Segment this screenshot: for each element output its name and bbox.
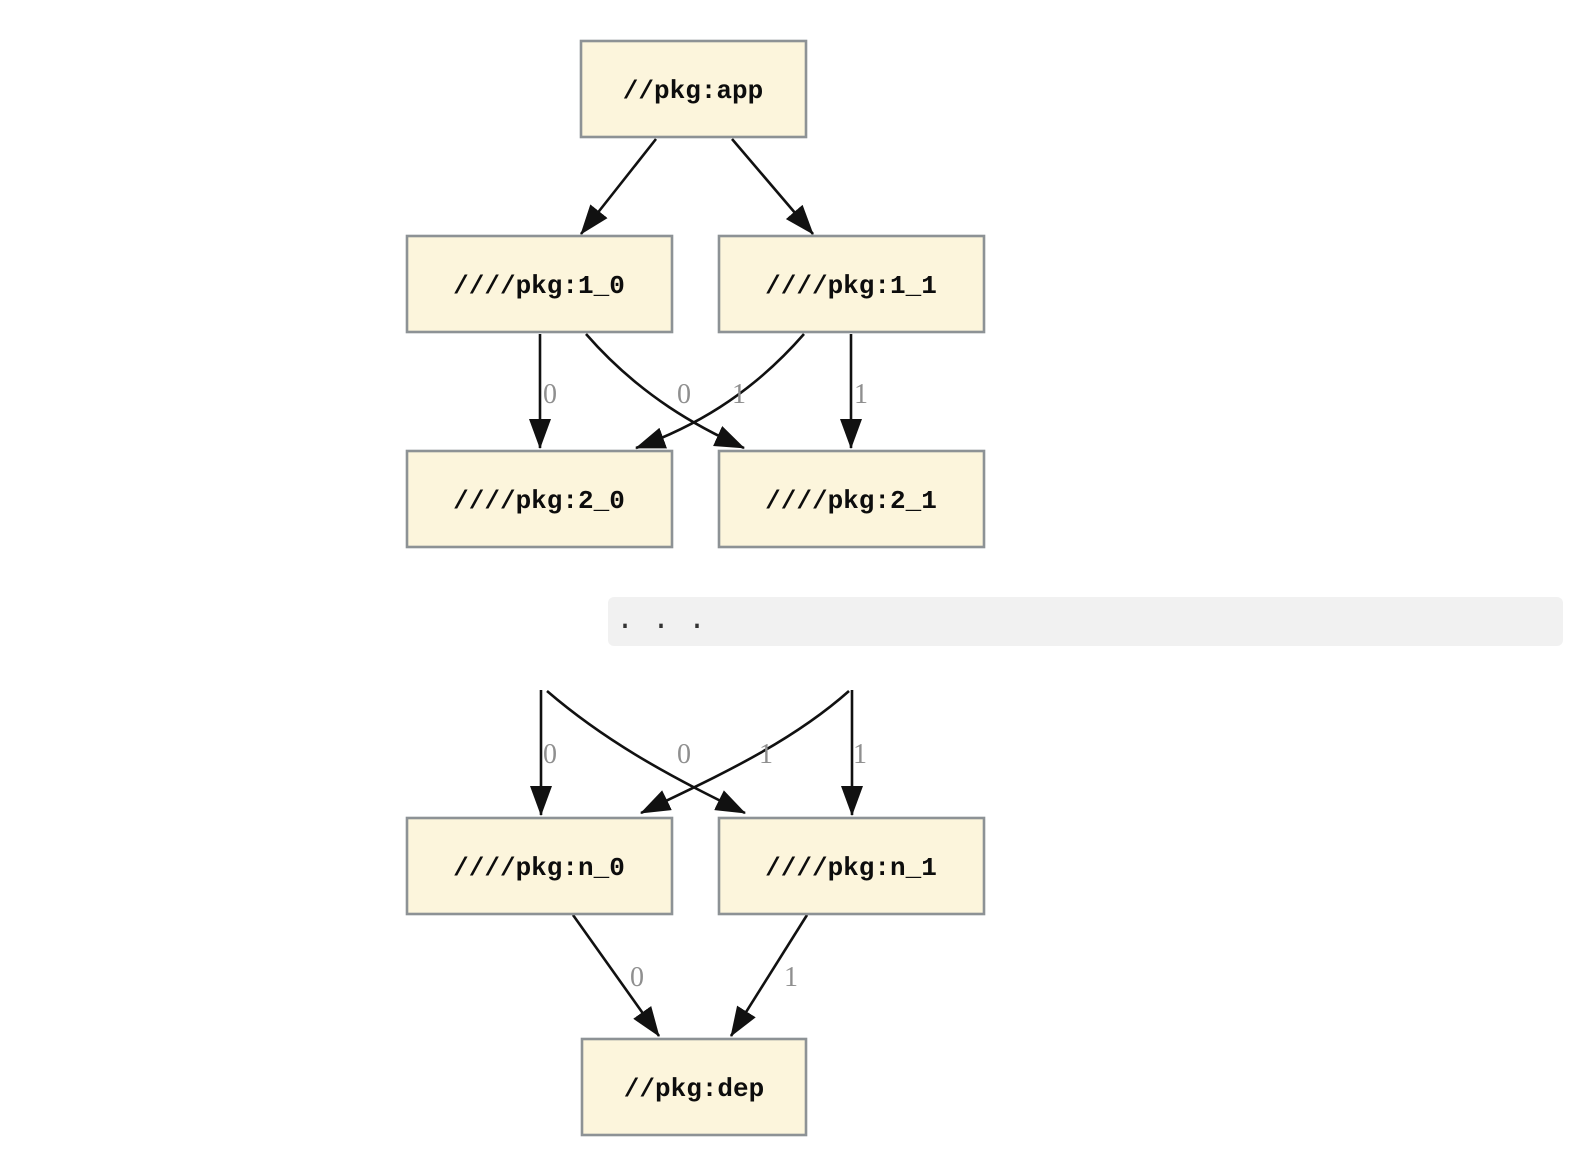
edge-1_0-to-2_1 xyxy=(585,333,745,450)
node-box-n_0 xyxy=(405,816,674,916)
edge-label-into-n_0-cross: 0 xyxy=(677,739,691,770)
node-n_1: ////pkg:n_1 xyxy=(717,816,986,916)
node-box-2_1 xyxy=(717,449,986,549)
node-label-1_0: ////pkg:1_0 xyxy=(453,271,625,301)
node-app: //pkg:app xyxy=(579,39,808,139)
node-label-2_1: ////pkg:2_1 xyxy=(765,486,937,516)
ellipsis-text: . . . xyxy=(616,604,707,638)
node-box-2_0 xyxy=(405,449,674,549)
edge-1_1-to-2_0 xyxy=(635,333,805,450)
node-2_0: ////pkg:2_0 xyxy=(405,449,674,549)
node-box-1_1 xyxy=(717,234,986,334)
edge-label-n_1-to-dep: 1 xyxy=(784,962,798,993)
edge-label-n_0-to-dep: 0 xyxy=(630,962,644,993)
node-label-app: //pkg:app xyxy=(623,76,763,106)
node-dep: //pkg:dep xyxy=(580,1037,808,1137)
lower-dependency-graph: 0 0 1 1 0 1 ////pkg:n_0 ////pkg:n_1 //pk… xyxy=(405,690,986,1137)
node-label-n_1: ////pkg:n_1 xyxy=(765,853,937,883)
node-label-dep: //pkg:dep xyxy=(624,1074,764,1104)
node-2_1: ////pkg:2_1 xyxy=(717,449,986,549)
ellipsis-code-block: . . . xyxy=(608,597,1563,646)
node-label-1_1: ////pkg:1_1 xyxy=(765,271,937,301)
edge-into-n_1-cross xyxy=(546,690,746,815)
node-box-dep xyxy=(580,1037,808,1137)
node-1_0: ////pkg:1_0 xyxy=(405,234,674,334)
node-1_1: ////pkg:1_1 xyxy=(717,234,986,334)
edge-n_0-to-dep xyxy=(571,914,661,1037)
node-box-1_0 xyxy=(405,234,674,334)
edge-label-into-n_1-cross: 1 xyxy=(759,739,773,770)
node-box-app xyxy=(579,39,808,139)
edge-label-1_1-to-2_1: 1 xyxy=(854,379,868,410)
edge-label-into-n_0-straight: 0 xyxy=(543,739,557,770)
node-n_0: ////pkg:n_0 xyxy=(405,816,674,916)
edge-label-into-n_1-straight: 1 xyxy=(853,739,867,770)
edge-label-1_0-to-2_1: 1 xyxy=(732,379,746,410)
upper-dependency-graph: 0 0 1 1 //pkg:app ////pkg:1_0 ////pkg:1_… xyxy=(405,39,986,549)
edge-n_1-to-dep xyxy=(729,914,809,1037)
node-label-2_0: ////pkg:2_0 xyxy=(453,486,625,516)
node-box-n_1 xyxy=(717,816,986,916)
edge-label-1_1-to-2_0: 0 xyxy=(677,379,691,410)
node-label-n_0: ////pkg:n_0 xyxy=(453,853,625,883)
edge-app-to-1_0 xyxy=(579,138,658,235)
edge-app-to-1_1 xyxy=(731,138,814,235)
edge-into-n_0-cross xyxy=(640,690,850,815)
edge-label-1_0-to-2_0: 0 xyxy=(543,379,557,410)
